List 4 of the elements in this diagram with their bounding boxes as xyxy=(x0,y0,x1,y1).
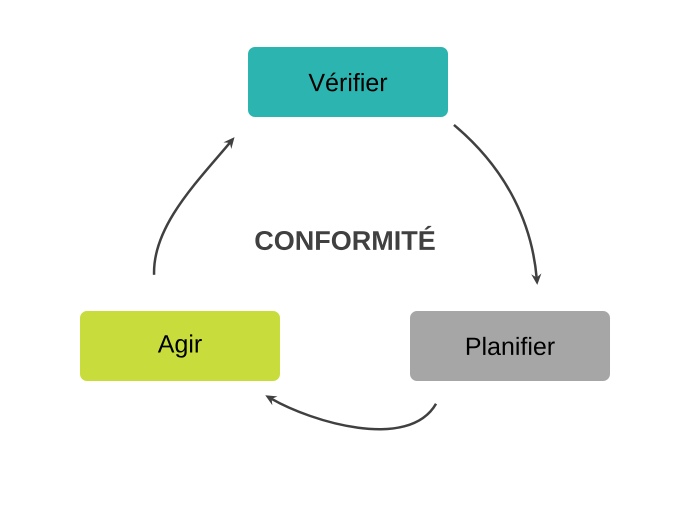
process-box: Planifier xyxy=(410,311,610,381)
title: CONFORMITÉ xyxy=(255,226,435,250)
process-box: Vérifier xyxy=(248,47,448,117)
process-box: Agir xyxy=(80,311,280,381)
